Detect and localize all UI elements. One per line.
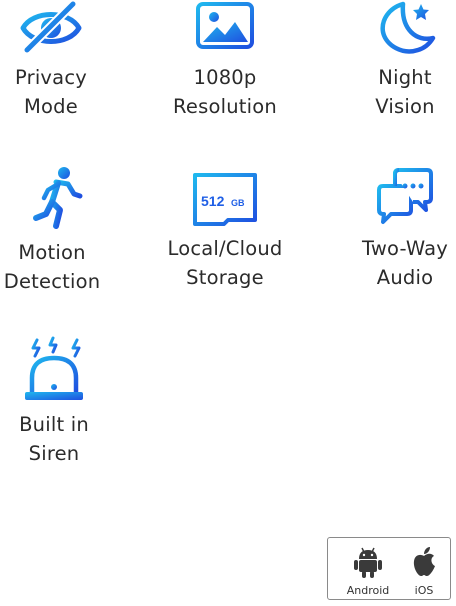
feature-privacy-mode: Privacy Mode	[0, 0, 126, 121]
moon-star-icon	[380, 1, 436, 54]
feature-night-vision: Night Vision	[330, 0, 456, 121]
platform-label: Android	[346, 584, 390, 597]
feature-label: Built in Siren	[19, 413, 89, 465]
feature-label: Local/Cloud Storage	[167, 237, 283, 289]
card-unit: GB	[231, 198, 245, 208]
feature-label: 1080p Resolution	[173, 66, 277, 118]
feature-local-cloud-storage: 512 GB Local/Cloud Storage	[150, 170, 300, 292]
feature-built-in-siren: Built in Siren	[0, 336, 129, 468]
image-icon	[196, 2, 254, 49]
apple-icon	[413, 547, 435, 576]
feature-label: Night Vision	[375, 66, 435, 118]
sd-card-icon: 512 GB	[193, 173, 257, 226]
feature-label: Two-Way Audio	[361, 237, 449, 289]
feature-label: Privacy Mode	[14, 66, 87, 118]
feature-motion-detection: Motion Detection	[0, 166, 127, 296]
card-capacity: 512	[201, 193, 225, 209]
platform-label: iOS	[414, 584, 434, 597]
app-platforms-badge: Android iOS	[327, 537, 451, 600]
running-person-icon	[20, 167, 83, 229]
eye-slash-icon	[20, 0, 82, 54]
platform-ios: iOS	[404, 546, 444, 597]
feature-1080p-resolution: 1080p Resolution	[150, 0, 300, 121]
feature-label: Motion Detection	[3, 241, 101, 293]
siren-icon	[25, 336, 83, 400]
android-icon	[354, 547, 382, 578]
feature-two-way-audio: Two-Way Audio	[330, 168, 456, 292]
chat-bubbles-icon	[377, 168, 433, 224]
platform-android: Android	[342, 546, 394, 597]
